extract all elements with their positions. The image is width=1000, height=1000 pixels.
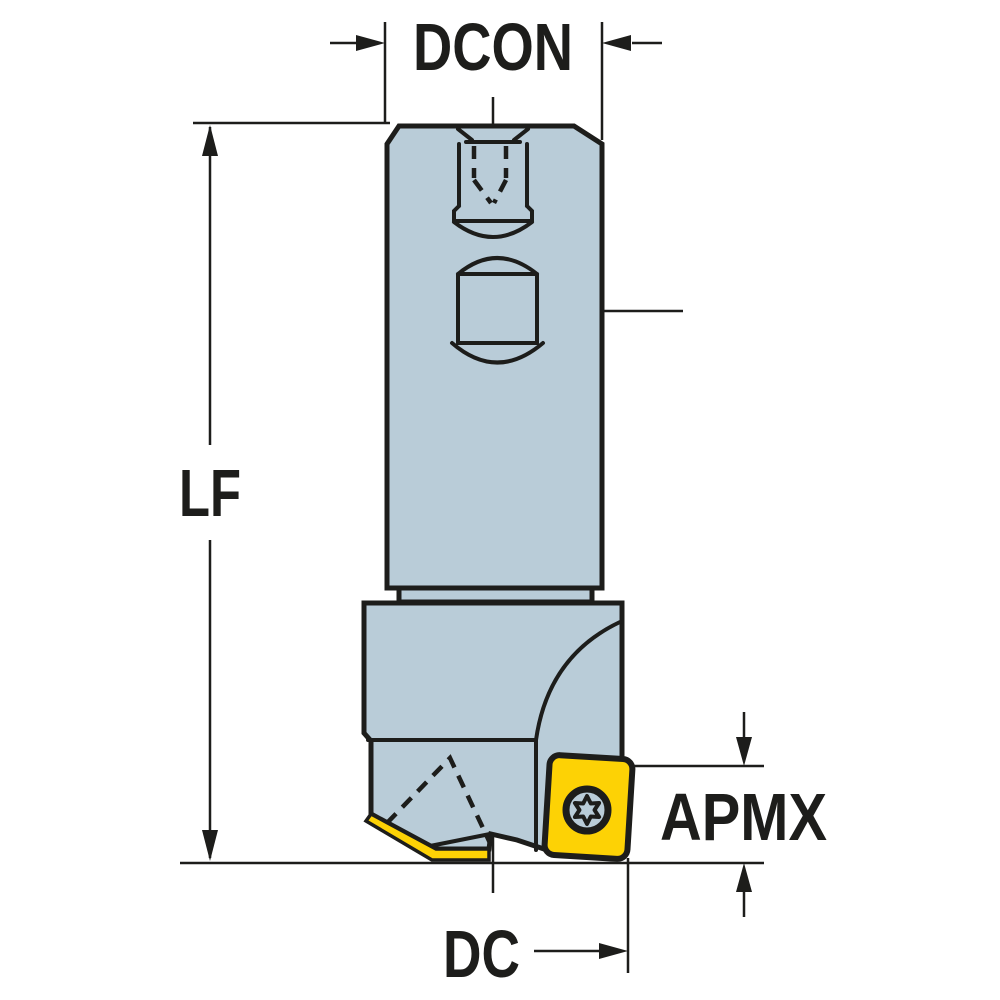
indexable-insert [541,752,636,862]
side-screw-recess [450,256,545,365]
arrow-right-icon [599,943,628,959]
arrow-up-icon [736,863,752,892]
lf-label: LF [179,456,241,531]
tool-shank [384,123,605,591]
lf-dimension: LF [179,121,390,861]
arrow-up-icon [202,125,218,156]
top-thread-hole [452,127,534,239]
dcon-dimension: DCON [330,10,662,140]
apmx-label: APMX [660,780,827,855]
tool-neck [396,585,595,605]
dc-dimension: DC [443,858,630,992]
dc-label: DC [443,917,520,992]
arrow-down-icon [202,830,218,861]
arrow-right-icon [356,35,385,51]
arrow-left-icon [602,35,631,51]
dcon-label: DCON [413,10,573,85]
apmx-dimension: APMX [632,712,827,917]
cutter-head-details [366,620,622,852]
bottom-insert-edge [363,811,491,862]
arrow-down-icon [736,737,752,766]
hidden-insert-outline [385,754,493,844]
